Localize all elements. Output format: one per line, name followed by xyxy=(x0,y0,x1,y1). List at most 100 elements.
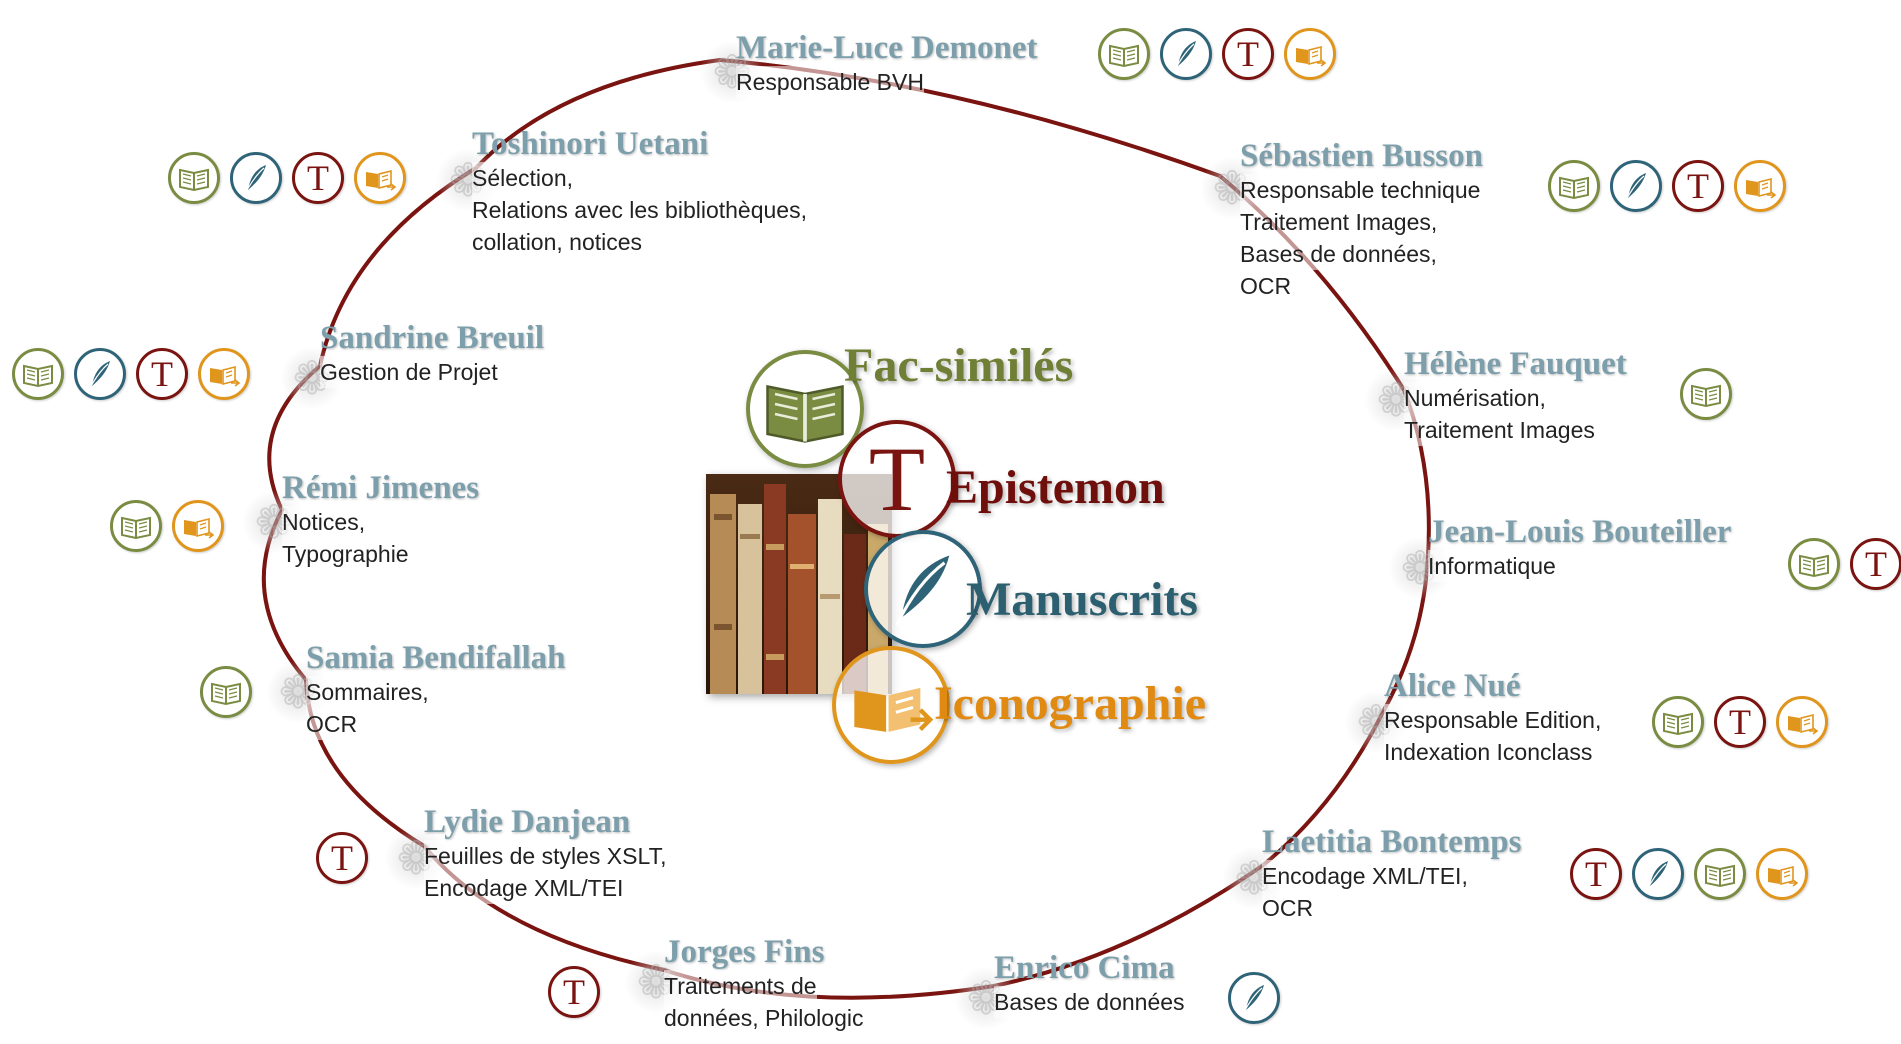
iconography-icon xyxy=(354,152,406,204)
iconographie-badge xyxy=(832,646,950,764)
member-name: Enrico Cima xyxy=(994,950,1175,986)
book-icon xyxy=(200,666,252,718)
member-role: Sélection,Relations avec les bibliothèqu… xyxy=(472,162,807,258)
member-role-line: Indexation Iconclass xyxy=(1384,736,1593,768)
facsimiles-badge xyxy=(746,350,864,468)
iconographie-label: Iconographie xyxy=(934,677,1207,730)
member-role-line: Typographie xyxy=(282,538,409,570)
quill-icon xyxy=(1610,160,1662,212)
member-role-line: Informatique xyxy=(1428,550,1556,582)
member-role: Informatique xyxy=(1428,550,1731,582)
iconography-icon xyxy=(854,687,934,732)
member-name: Sandrine Breuil xyxy=(320,320,545,356)
member-name: Marie-Luce Demonet xyxy=(736,30,1038,66)
book-icon xyxy=(1680,368,1732,420)
iconography-icon xyxy=(1776,696,1828,748)
member-role-line: Responsable BVH xyxy=(736,66,924,98)
member-role-line: Gestion de Projet xyxy=(320,356,498,388)
facsimiles-label: Fac-similés xyxy=(844,339,1074,392)
member-role-line: Relations avec les bibliothèques, xyxy=(472,194,807,226)
member-role: Feuilles de styles XSLT,Encodage XML/TEI xyxy=(424,840,667,904)
member-role: Responsable Edition,Indexation Iconclass xyxy=(1384,704,1602,768)
member-role-line: Numérisation, xyxy=(1404,382,1546,414)
quill-icon xyxy=(1632,848,1684,900)
book-icon xyxy=(1098,28,1150,80)
epistemon-t-icon: T xyxy=(1714,696,1766,748)
member-role-line: OCR xyxy=(1262,892,1314,924)
member-role: Encodage XML/TEI,OCR xyxy=(1262,860,1521,924)
member-role-line: Traitement Images, xyxy=(1240,206,1438,238)
member-role: Bases de données xyxy=(994,986,1185,1018)
member-role: Numérisation,Traitement Images xyxy=(1404,382,1627,446)
ornament-icon xyxy=(1388,536,1452,600)
epistemon-t-icon: T xyxy=(1672,160,1724,212)
member-role-line: Responsable Edition, xyxy=(1384,704,1602,736)
quill-icon xyxy=(74,348,126,400)
book-icon xyxy=(1548,160,1600,212)
member-name: Jean-Louis Bouteiller xyxy=(1428,514,1732,550)
member-role-line: Bases de données, xyxy=(1240,238,1437,270)
member-name: Rémi Jimenes xyxy=(282,470,480,506)
member-name: Laetitia Bontemps xyxy=(1262,824,1522,860)
member-icons xyxy=(110,500,224,552)
epistemon-t-icon: T xyxy=(1222,28,1274,80)
member-name: Jorges Fins xyxy=(664,934,825,970)
member-name: Hélène Fauquet xyxy=(1404,346,1627,382)
member-icons: T xyxy=(12,348,250,400)
epistemon-t-icon: T xyxy=(868,428,926,530)
quill-icon xyxy=(895,555,950,626)
member-icons: T xyxy=(1570,848,1808,900)
member-icons: T xyxy=(168,152,406,204)
member-role: Gestion de Projet xyxy=(320,356,544,388)
member-name: Lydie Danjean xyxy=(424,804,631,840)
epistemon-t-icon: T xyxy=(136,348,188,400)
iconography-icon xyxy=(172,500,224,552)
iconography-icon xyxy=(1756,848,1808,900)
member-icons xyxy=(1228,972,1280,1024)
member-icons: T xyxy=(1652,696,1828,748)
epistemon-t-icon: T xyxy=(316,832,368,884)
member-icons: T xyxy=(1548,160,1786,212)
member-role-line: Bases de données xyxy=(994,986,1185,1018)
member-name: Alice Nué xyxy=(1384,668,1521,704)
member-role-line: Encodage XML/TEI, xyxy=(1262,860,1468,892)
book-icon xyxy=(1788,538,1840,590)
book-icon xyxy=(1694,848,1746,900)
epistemon-badge: T xyxy=(838,420,956,538)
book-icon xyxy=(110,500,162,552)
book-icon xyxy=(766,384,844,443)
book-icon xyxy=(168,152,220,204)
member-name: Toshinori Uetani xyxy=(472,126,709,162)
member-icons: T xyxy=(1098,28,1336,80)
member-name: Samia Bendifallah xyxy=(306,640,566,676)
member-role-line: collation, notices xyxy=(472,226,643,258)
quill-icon xyxy=(230,152,282,204)
member-role: Responsable BVH xyxy=(736,66,1037,98)
book-icon xyxy=(1652,696,1704,748)
iconography-icon xyxy=(198,348,250,400)
member-role-line: Sommaires, xyxy=(306,676,429,708)
member-icons: T xyxy=(548,966,600,1018)
member-name: Sébastien Busson xyxy=(1240,138,1484,174)
member-icons: T xyxy=(1788,538,1901,590)
epistemon-t-icon: T xyxy=(1850,538,1901,590)
member-role-line: OCR xyxy=(306,708,358,740)
member-role-line: Traitement Images xyxy=(1404,414,1595,446)
quill-icon xyxy=(1160,28,1212,80)
member-icons: T xyxy=(316,832,368,884)
iconography-icon xyxy=(1284,28,1336,80)
member-icons xyxy=(200,666,252,718)
epistemon-t-icon: T xyxy=(548,966,600,1018)
epistemon-t-icon: T xyxy=(1570,848,1622,900)
